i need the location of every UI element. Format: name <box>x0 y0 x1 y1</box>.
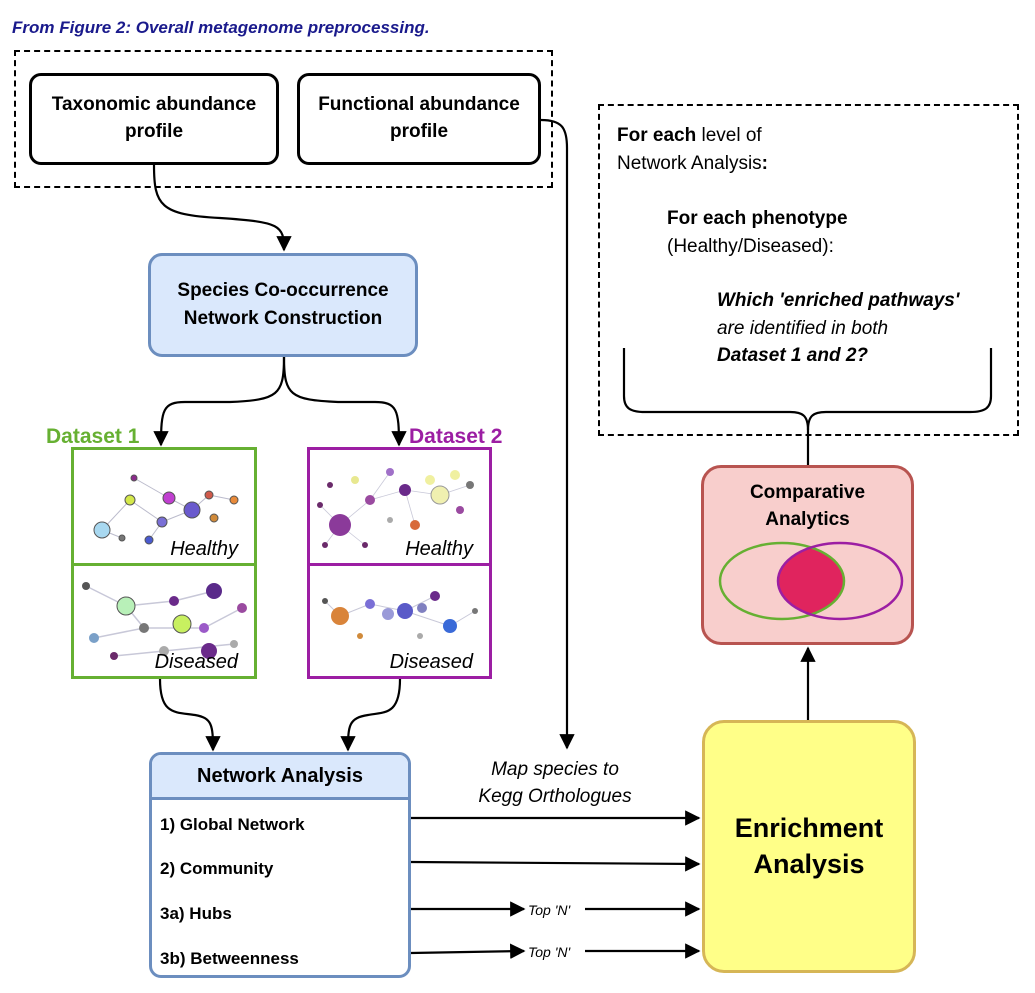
comparative-line2: Analytics <box>765 508 850 530</box>
top-n-label-hubs: Top 'N' <box>528 902 571 918</box>
bracket-left <box>622 348 810 465</box>
level-of-text: level of <box>696 125 762 146</box>
dataset-2-healthy-label: Healthy <box>405 538 473 560</box>
dataset-1-diseased-network: Diseased <box>74 566 254 676</box>
dataset-1-diseased-label: Diseased <box>154 651 238 673</box>
functional-abundance-box: Functional abundance profile <box>297 73 541 165</box>
healthy-network-image <box>93 474 239 545</box>
cooccurrence-line2: Network Construction <box>183 308 383 329</box>
panel-divider <box>310 563 489 566</box>
network-analysis-box: Network Analysis 1) Global Network 2) Co… <box>149 752 411 978</box>
for-each-phenotype-text: For each phenotype (Healthy/Diseased): <box>667 205 848 260</box>
for-each-phenotype-bold: For each phenotype <box>667 208 848 229</box>
diseased-network-image <box>322 591 478 639</box>
network-analysis-title: Network Analysis <box>152 755 408 800</box>
network-analysis-item-community: 2) Community <box>160 859 274 878</box>
map-species-label: Map species to Kegg Orthologues <box>440 757 670 810</box>
dataset-2-label: Dataset 2 <box>409 425 503 448</box>
venn-diagram <box>718 541 904 621</box>
identified-in-both: are identified in both <box>717 317 889 339</box>
venn-overlap <box>778 543 844 619</box>
arrow-taxonomic-to-network <box>152 164 292 252</box>
enrichment-analysis-box: Enrichment Analysis <box>702 720 916 973</box>
comparative-analytics-box: Comparative Analytics <box>701 465 914 645</box>
for-each-level-text: For each level of Network Analysis: <box>617 122 768 177</box>
comparative-line1: Comparative <box>749 482 866 503</box>
arrow-community-to-enrichment <box>410 856 701 872</box>
dataset-2-diseased-network: Diseased <box>310 566 489 676</box>
dataset-1-and-2: Dataset 1 and 2? <box>717 345 868 367</box>
dataset-1-healthy-label: Healthy <box>170 538 238 560</box>
arrow-network-to-dataset-1 <box>153 356 286 447</box>
healthy-diseased-text: (Healthy/Diseased): <box>667 235 834 257</box>
arrow-dataset-2-to-analysis <box>340 678 402 752</box>
map-species-line2: Kegg Orthologues <box>478 785 632 807</box>
network-analysis-item-hubs: 3a) Hubs <box>160 904 232 923</box>
diseased-network-image <box>82 582 247 660</box>
dataset-1-panel: Healthy Diseased <box>71 447 257 679</box>
venn-dataset-2-circle <box>776 541 904 621</box>
enriched-pathways-question: Which 'enriched pathways' are identified… <box>717 287 959 370</box>
panel-divider <box>74 563 254 566</box>
arrow-dataset-1-to-analysis <box>158 678 221 752</box>
arrow-network-to-dataset-2 <box>282 356 407 447</box>
dataset-1-label: Dataset 1 <box>46 425 140 448</box>
network-analysis-item-betweenness: 3b) Betweenness <box>160 949 299 968</box>
dataset-2-panel: Healthy Diseased <box>307 447 492 679</box>
dataset-2-diseased-label: Diseased <box>389 651 473 673</box>
functional-abundance-label: Functional abundance profile <box>318 94 520 142</box>
arrow-betweenness-to-topn <box>410 943 526 959</box>
taxonomic-abundance-box: Taxonomic abundance profile <box>29 73 279 165</box>
which-enriched-pathways: Which 'enriched pathways' <box>717 290 960 311</box>
network-analysis-item-global: 1) Global Network <box>160 815 305 834</box>
dataset-2-healthy-network: Healthy <box>310 450 489 563</box>
cooccurrence-network-box: Species Co-occurrence Network Constructi… <box>148 253 418 357</box>
healthy-network-image <box>317 468 474 548</box>
input-profiles-group <box>14 50 553 188</box>
enrichment-line2: Analysis <box>753 848 865 879</box>
arrow-functional-to-mapping <box>540 118 575 750</box>
for-each-bold: For each <box>617 125 697 146</box>
taxonomic-abundance-label: Taxonomic abundance profile <box>51 94 257 142</box>
bracket-right <box>806 348 993 431</box>
map-species-line1: Map species to <box>491 759 619 780</box>
dataset-1-healthy-network: Healthy <box>74 450 254 563</box>
venn-dataset-1-circle <box>718 541 846 621</box>
comparative-analytics-title: Comparative Analytics <box>704 480 911 533</box>
top-n-label-betweenness: Top 'N' <box>528 944 571 960</box>
enrichment-line1: Enrichment <box>734 813 884 844</box>
network-analysis-text: Network Analysis <box>617 152 762 174</box>
cooccurrence-line1: Species Co-occurrence <box>177 280 389 302</box>
figure-caption: From Figure 2: Overall metagenome prepro… <box>12 18 430 37</box>
colon-text: : <box>761 152 768 174</box>
